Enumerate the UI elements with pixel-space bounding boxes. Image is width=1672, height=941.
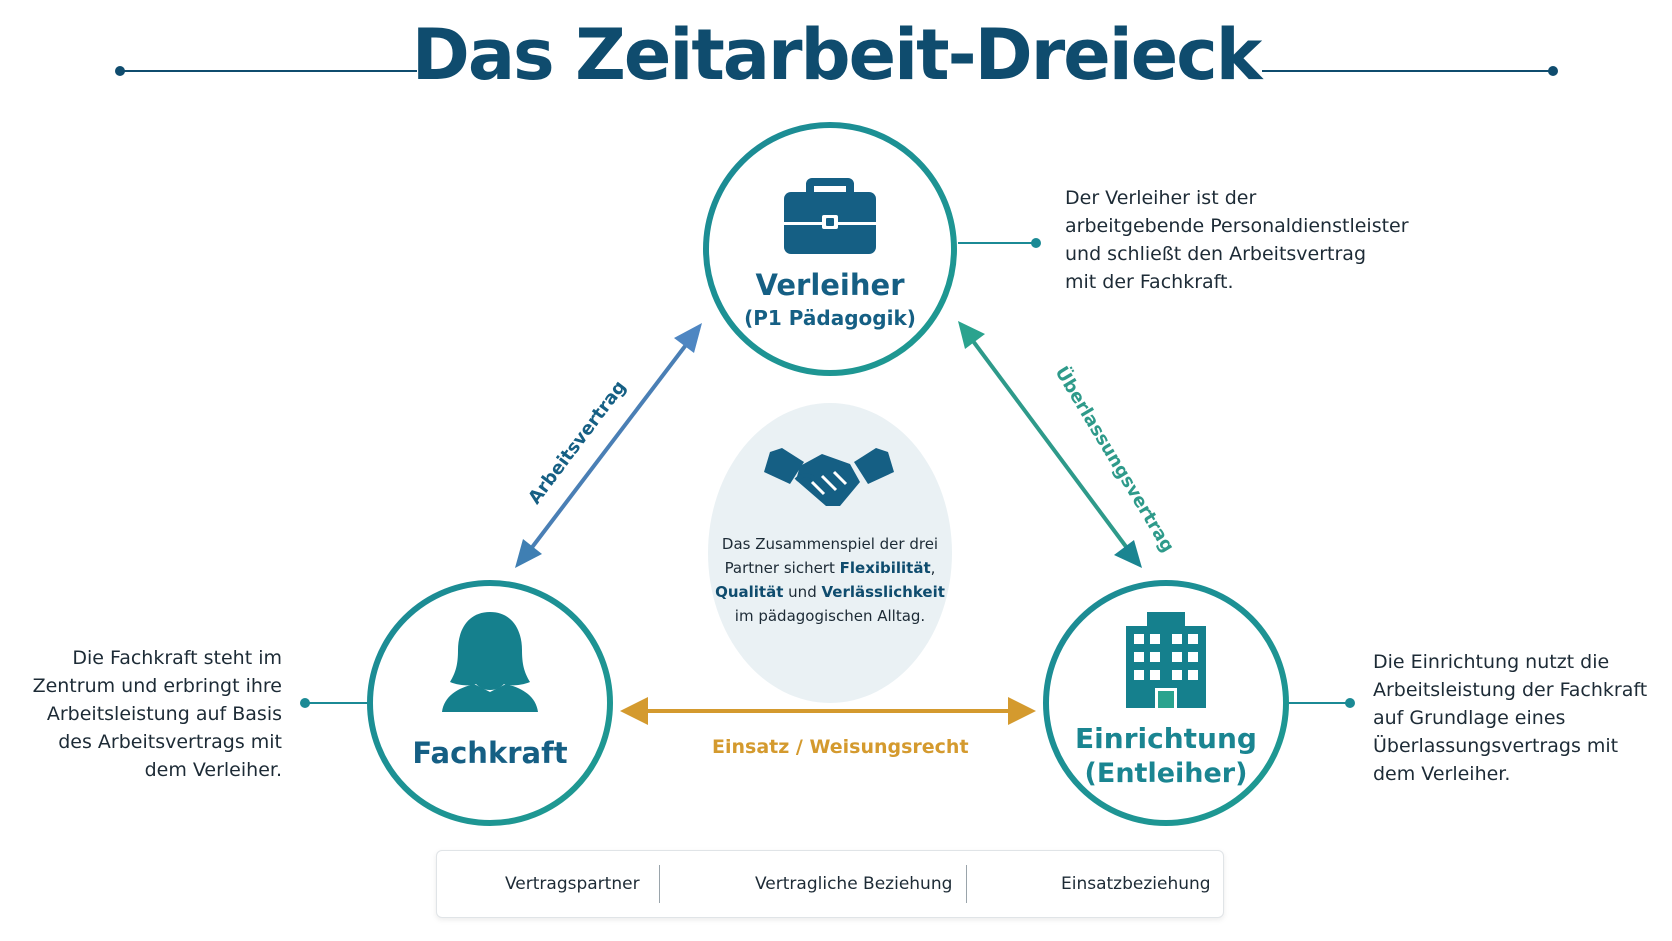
handshake-icon [764, 448, 894, 506]
description-line: auf Grundlage eines [1373, 707, 1566, 729]
center-text-part: im pädagogischen Alltag. [734, 607, 926, 625]
description-line: Arbeitsleistung auf Basis [46, 703, 282, 725]
arrow-arbeitsvertrag [515, 323, 702, 568]
legend-item-partner: Vertragspartner [505, 874, 640, 894]
relation-label-einsatz: Einsatz / Weisungsrecht [712, 736, 969, 758]
center-highlight-flexibility: Flexibilität [839, 559, 931, 577]
description-line: des Arbeitsvertrags mit [58, 731, 282, 753]
connector-einrichtung [1288, 698, 1355, 708]
description-line: Die Fachkraft steht im [72, 647, 282, 669]
center-text-part: und [783, 583, 822, 601]
title-decoration [115, 66, 1558, 76]
description-einrichtung: Die Einrichtung nutzt die Arbeitsleistun… [1373, 648, 1647, 788]
arrow-ueberlassungsvertrag [958, 321, 1142, 568]
description-fachkraft: Die Fachkraft steht im Zentrum und erbri… [20, 644, 282, 784]
node-fachkraft-title: Fachkraft [412, 736, 568, 770]
description-line: Arbeitsleistung der Fachkraft [1373, 679, 1648, 701]
description-line: dem Verleiher. [1373, 763, 1511, 785]
center-text-part: Das Zusammenspiel der drei Partner siche… [721, 535, 939, 577]
arrow-einsatz [620, 697, 1036, 725]
legend: Vertragspartner Vertragliche Beziehung E… [436, 850, 1224, 918]
description-line: dem Verleiher. [144, 759, 282, 781]
legend-divider [966, 865, 967, 903]
center-text-part: , [930, 559, 936, 577]
description-line: Zentrum und erbringt ihre [32, 675, 282, 697]
center-statement: Das Zusammenspiel der drei Partner siche… [708, 532, 952, 628]
person-icon [442, 612, 538, 712]
legend-item-assignment: Einsatzbeziehung [1061, 874, 1211, 894]
description-line: Der Verleiher ist der [1065, 187, 1257, 209]
description-line: und schließt den Arbeitsvertrag [1065, 243, 1367, 265]
node-verleiher-title: Verleiher [755, 268, 905, 302]
description-verleiher: Der Verleiher ist der arbeitgebende Pers… [1065, 184, 1409, 296]
legend-item-contract: Vertragliche Beziehung [755, 874, 953, 894]
description-line: Überlassungsvertrags mit [1373, 735, 1619, 757]
connector-verleiher [958, 238, 1041, 248]
description-line: arbeitgebende Personaldienstleister [1065, 215, 1409, 237]
center-highlight-reliability: Verlässlichkeit [821, 583, 945, 601]
description-line: Die Einrichtung nutzt die [1373, 651, 1610, 673]
center-backdrop [708, 403, 952, 703]
description-line: mit der Fachkraft. [1065, 271, 1234, 293]
node-einrichtung-title: Einrichtung [1075, 722, 1257, 755]
page-title: Das Zeitarbeit-Dreieck [411, 14, 1263, 96]
connector-fachkraft [300, 698, 367, 708]
center-highlight-quality: Qualität [715, 583, 784, 601]
legend-divider [659, 865, 660, 903]
building-icon [1126, 612, 1206, 708]
briefcase-icon [784, 178, 876, 254]
node-einrichtung-subtitle: (Entleiher) [1084, 758, 1248, 789]
node-verleiher-subtitle: (P1 Pädagogik) [744, 306, 916, 330]
